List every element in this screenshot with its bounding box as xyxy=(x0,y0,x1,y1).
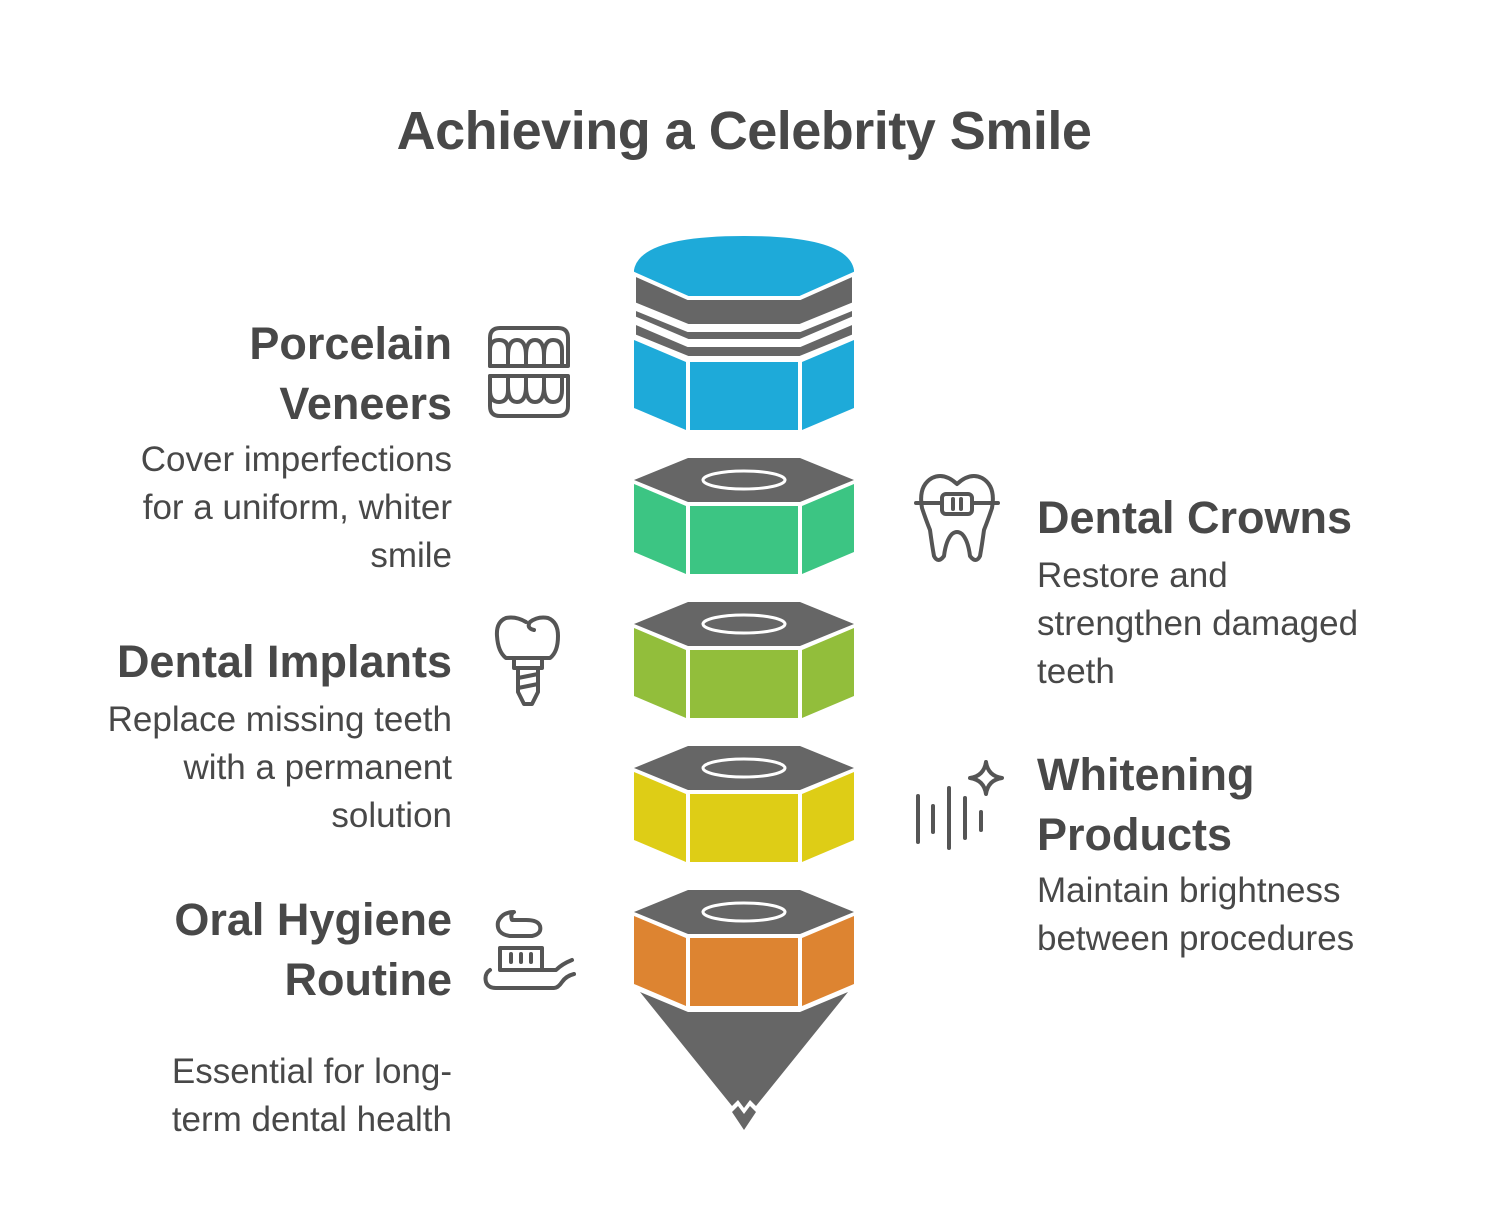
oral-hygiene-routine-face-right xyxy=(802,916,854,1006)
dental-crowns-face-left xyxy=(634,484,686,574)
dental-crowns-face-right xyxy=(802,484,854,574)
dental-implants-face-left xyxy=(634,628,686,718)
item-description: Essential for long- term dental health xyxy=(171,1052,452,1139)
layer-dental-crowns xyxy=(634,458,854,574)
oral-hygiene-routine-top-face xyxy=(634,890,854,934)
whitening-products-hole xyxy=(701,757,787,779)
whitening-products-face-left xyxy=(634,772,686,862)
dental-crowns-hole xyxy=(701,469,787,491)
teeth-veneers-icon xyxy=(484,322,574,422)
tooth-braces-icon xyxy=(912,470,1002,566)
oral-hygiene-routine-face-left xyxy=(634,916,686,1006)
page-title: Achieving a Celebrity Smile xyxy=(396,101,1092,161)
item-description: Restore and strengthen damaged teeth xyxy=(1037,556,1359,691)
oral-hygiene-routine-face-front xyxy=(690,938,798,1006)
whitening-products-face-front xyxy=(690,794,798,862)
whitening-products-face-right xyxy=(802,772,854,862)
dental-implant-icon xyxy=(492,612,562,712)
dental-implants-face-right xyxy=(802,628,854,718)
item-whitening-products: Whitening Products Maintain brightness b… xyxy=(1037,745,1457,963)
item-description: Cover imperfections for a uniform, white… xyxy=(140,440,452,575)
layer-dental-implants xyxy=(634,602,854,718)
item-dental-implants: Dental Implants Replace missing teeth wi… xyxy=(12,632,452,840)
tip-cone xyxy=(640,992,848,1108)
dental-implants-hole xyxy=(701,613,787,635)
veneers-dome xyxy=(634,236,854,298)
dental-implants-face-front xyxy=(690,650,798,718)
layer-oral-hygiene-routine xyxy=(634,890,854,1006)
item-description: Replace missing teeth with a permanent s… xyxy=(107,700,452,835)
layer-whitening-products xyxy=(634,746,854,862)
veneers-band-1 xyxy=(632,270,856,328)
item-heading: Dental Crowns xyxy=(1037,492,1353,543)
whitening-products-top-face xyxy=(634,746,854,790)
oral-hygiene-routine-hole xyxy=(701,901,787,923)
veneers-face-right xyxy=(802,340,854,430)
tip-point xyxy=(732,1106,756,1130)
veneers-band-2 xyxy=(632,305,856,343)
veneers-face-front xyxy=(690,362,798,430)
item-description: Maintain brightness between procedures xyxy=(1037,871,1355,958)
dental-implants-top-face xyxy=(634,602,854,646)
item-dental-crowns: Dental Crowns Restore and strengthen dam… xyxy=(1037,488,1457,696)
veneers-band-3 xyxy=(632,318,856,360)
toothbrush-paste-icon xyxy=(480,902,580,998)
item-oral-hygiene-routine: Oral Hygiene Routine Essential for long-… xyxy=(32,890,452,1144)
item-heading: Whitening Products xyxy=(1037,749,1255,860)
item-heading: Porcelain Veneers xyxy=(249,318,452,429)
item-heading: Oral Hygiene Routine xyxy=(174,894,452,1005)
veneers-face-left xyxy=(634,340,686,430)
dental-crowns-face-front xyxy=(690,506,798,574)
layer-porcelain-veneers xyxy=(632,236,856,430)
dental-crowns-top-face xyxy=(634,458,854,502)
item-porcelain-veneers: Porcelain Veneers Cover imperfections fo… xyxy=(32,314,452,580)
item-heading: Dental Implants xyxy=(116,636,452,687)
sparkle-shine-icon xyxy=(910,756,1010,852)
